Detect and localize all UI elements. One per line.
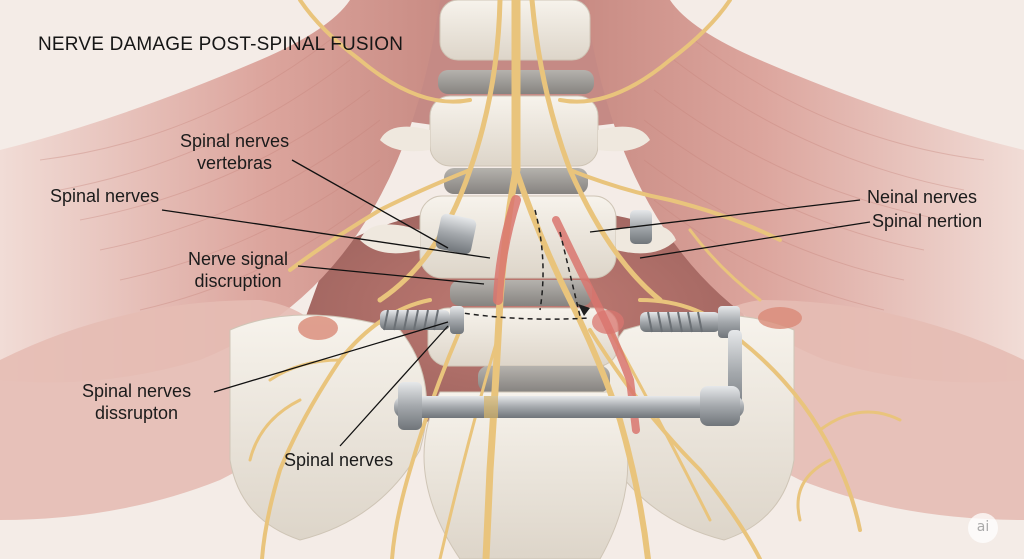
signal-disruption-path bbox=[455, 209, 591, 320]
label-neinal-nerves: Neinal nerves bbox=[867, 187, 978, 207]
label-spinal-nerves-left: Spinal nerves bbox=[50, 186, 160, 206]
label-spinal-nertion: Spinal nertion bbox=[872, 211, 983, 231]
label-spinal-nerves-vertebras: Spinal nerves vertebras bbox=[180, 130, 289, 174]
label-spinal-nerves-bottom: Spinal nerves bbox=[284, 450, 394, 470]
implant-hardware bbox=[380, 210, 744, 430]
right-muscle bbox=[585, 0, 1024, 383]
left-muscle bbox=[0, 0, 440, 383]
label-spinal-nerves-dissrupton: Spinal nerves dissrupton bbox=[82, 380, 191, 424]
label-nerve-signal-line1: Nerve signal bbox=[188, 249, 289, 269]
label-dissrupton-line2: dissrupton bbox=[95, 403, 179, 423]
left-lesion bbox=[298, 316, 338, 340]
vertebral-column bbox=[360, 0, 676, 559]
ai-badge: ai bbox=[968, 513, 998, 543]
label-nerve-signal-discruption: Nerve signal discruption bbox=[188, 248, 288, 292]
left-pelvis bbox=[229, 314, 428, 541]
right-lesion bbox=[758, 307, 802, 329]
damaged-nerves bbox=[493, 195, 640, 434]
label-spinal-nerves-vertebras-line2: vertebras bbox=[197, 153, 273, 173]
label-dissrupton-line1: Spinal nerves bbox=[82, 381, 192, 401]
label-nerve-signal-line2: discruption bbox=[194, 271, 282, 291]
label-spinal-nerves-vertebras-line1: Spinal nerves bbox=[180, 131, 290, 151]
arrow-head bbox=[578, 304, 590, 316]
page-title: NERVE DAMAGE POST-SPINAL FUSION bbox=[38, 34, 404, 55]
leader-lines bbox=[161, 159, 871, 447]
